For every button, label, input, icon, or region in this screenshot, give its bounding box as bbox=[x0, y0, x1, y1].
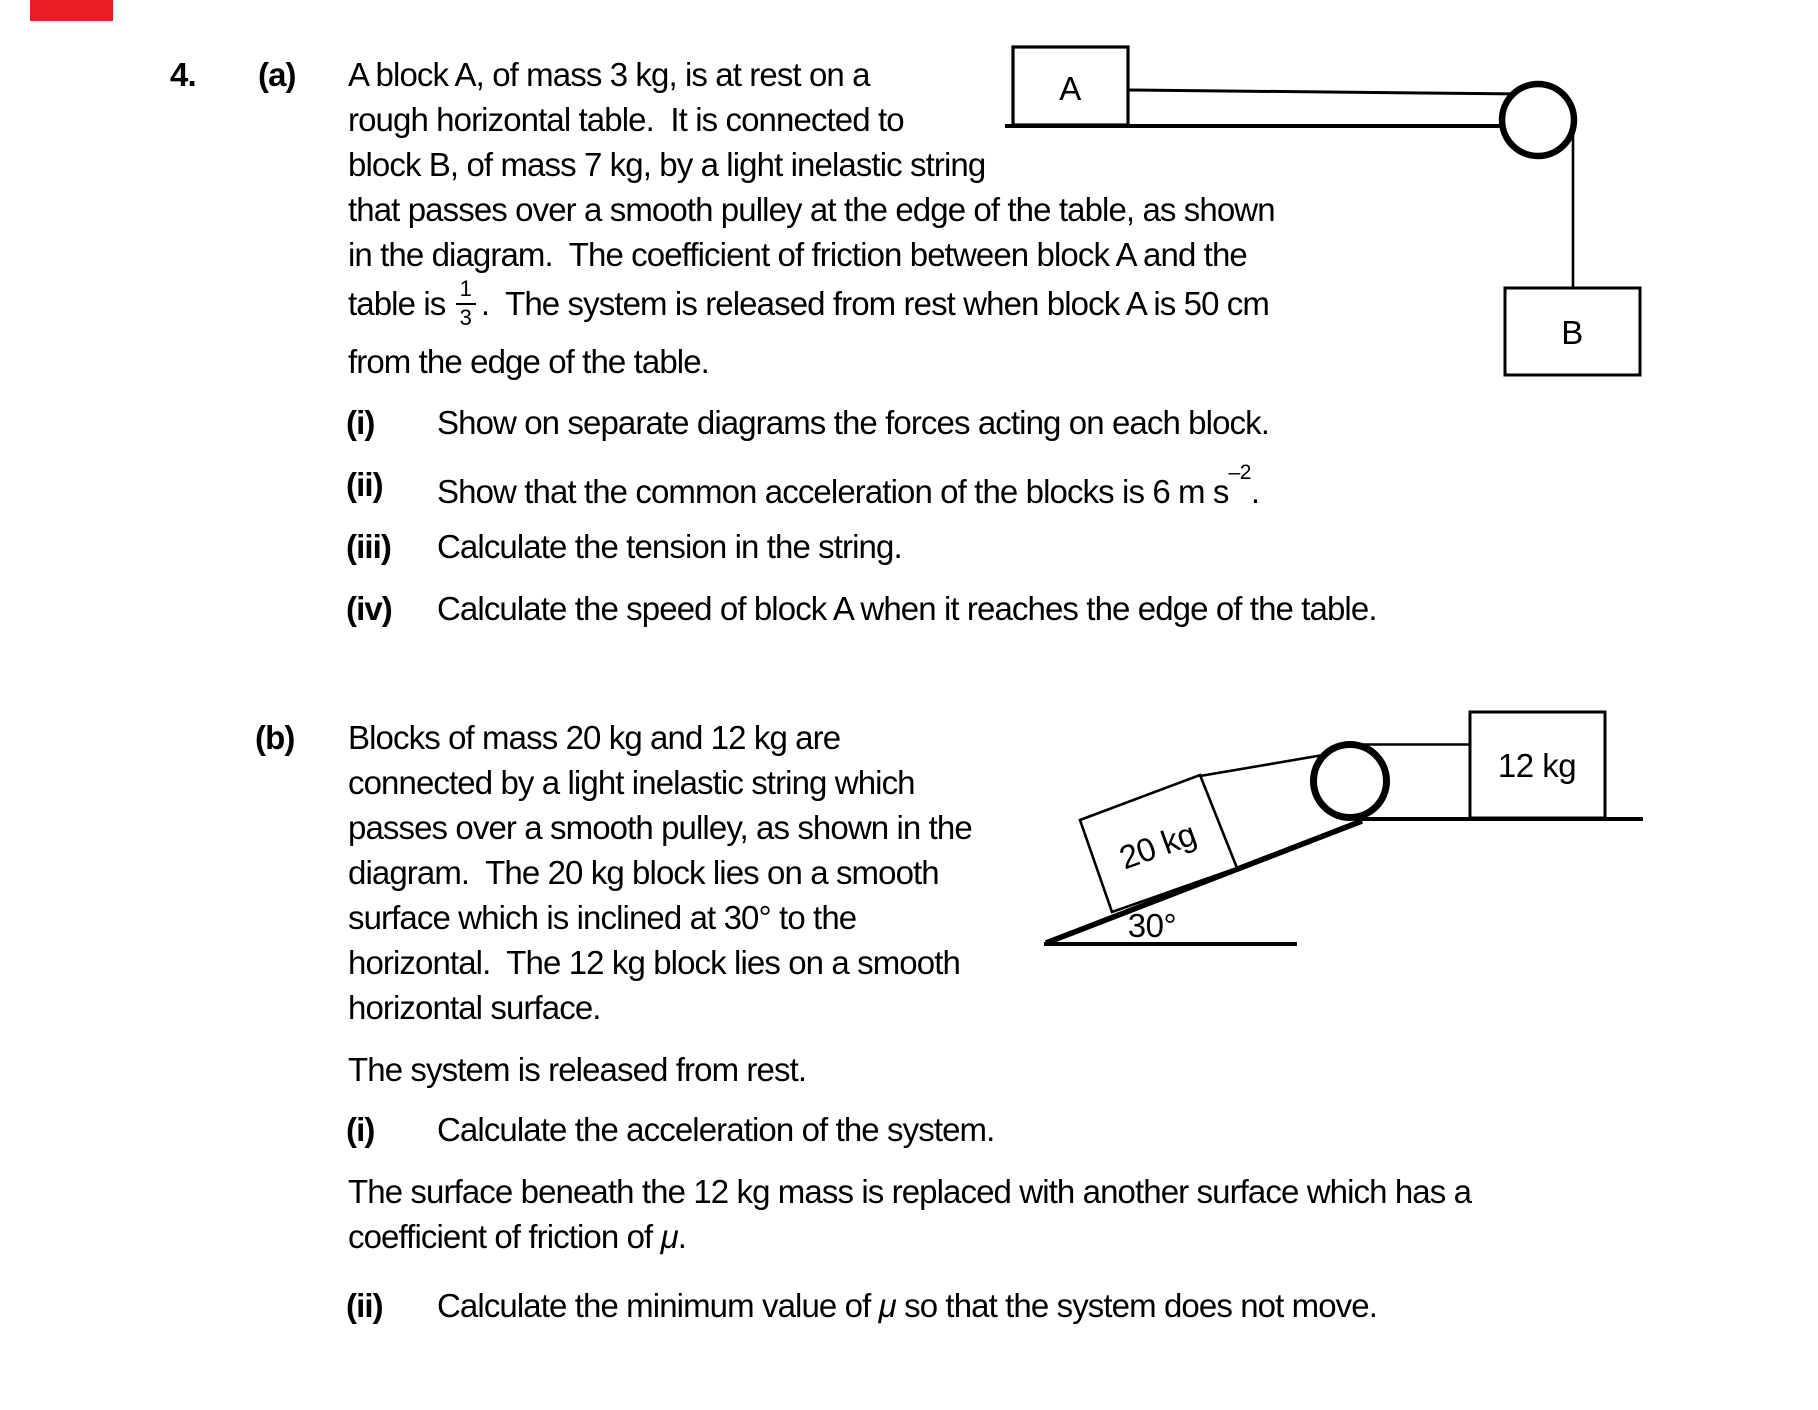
part-b-label: (b) bbox=[255, 719, 295, 756]
item-b-ii-label: (ii) bbox=[346, 1287, 384, 1324]
mu-symbol: μ bbox=[660, 1218, 679, 1255]
item-b-ii-suffix: so that the system does not move. bbox=[895, 1287, 1378, 1324]
fraction-numerator: 1 bbox=[455, 277, 476, 305]
fraction-denominator: 3 bbox=[459, 305, 472, 330]
item-a-iv-text: Calculate the speed of block A when it r… bbox=[437, 590, 1377, 627]
string-incline bbox=[1199, 751, 1336, 778]
part-b-line-4: diagram. The 20 kg block lies on a smoot… bbox=[348, 854, 940, 891]
part-a-line-1: A block A, of mass 3 kg, is at rest on a bbox=[348, 56, 871, 93]
pulley-a-circle bbox=[1498, 80, 1578, 160]
part-a-line-7: from the edge of the table. bbox=[348, 343, 710, 380]
incline-surface-line bbox=[1045, 818, 1363, 946]
item-b-ii-prefix: Calculate the minimum value of bbox=[437, 1287, 879, 1324]
red-marker bbox=[30, 0, 113, 21]
string-horizontal-a bbox=[1127, 88, 1526, 96]
released-line: The system is released from rest. bbox=[348, 1051, 807, 1088]
part-a-line-5: in the diagram. The coefficient of frict… bbox=[348, 236, 1248, 273]
part-a-label: (a) bbox=[258, 56, 297, 93]
line6-prefix: table is bbox=[348, 285, 454, 322]
block-a-rect bbox=[1011, 45, 1130, 127]
item-a-iv-label: (iv) bbox=[346, 590, 393, 627]
item-a-ii-period: . bbox=[1250, 473, 1260, 510]
item-b-ii-text: Calculate the minimum value of μ so that… bbox=[437, 1286, 1378, 1326]
item-a-iii-label: (iii) bbox=[346, 528, 392, 565]
superscript-minus-2: –2 bbox=[1228, 461, 1252, 484]
mu-symbol: μ bbox=[878, 1287, 897, 1324]
item-b-i-label: (i) bbox=[346, 1111, 375, 1148]
part-b-line-6: horizontal. The 12 kg block lies on a sm… bbox=[348, 944, 961, 981]
surface-line-2-prefix: coefficient of friction of bbox=[348, 1218, 661, 1255]
block-a-text: A bbox=[1059, 70, 1081, 107]
fraction-one-third: 1 3 bbox=[455, 277, 476, 330]
block-b-rect bbox=[1503, 286, 1642, 377]
block-b-text: B bbox=[1561, 314, 1583, 351]
part-b-line-1: Blocks of mass 20 kg and 12 kg are bbox=[348, 719, 841, 756]
diagram-b: 20 kg 30° 12 kg bbox=[1044, 710, 1643, 946]
block-12kg-text: 12 kg bbox=[1498, 747, 1576, 784]
item-a-ii-text: Show that the common acceleration of the… bbox=[437, 461, 1260, 512]
pulley-b-circle bbox=[1310, 741, 1390, 821]
part-a-line-6: table is 1 3 . The system is released fr… bbox=[348, 268, 1270, 340]
item-a-iii-text: Calculate the tension in the string. bbox=[437, 528, 903, 565]
block-12kg-rect bbox=[1468, 710, 1607, 820]
part-b-line-5: surface which is inclined at 30° to the bbox=[348, 899, 857, 936]
diagram-a: A B bbox=[1005, 45, 1642, 377]
question-number: 4. bbox=[170, 56, 197, 93]
part-b-line-7: horizontal surface. bbox=[348, 989, 601, 1026]
part-b-line-2: connected by a light inelastic string wh… bbox=[348, 764, 916, 801]
part-a-line-3: block B, of mass 7 kg, by a light inelas… bbox=[348, 146, 986, 183]
item-b-i-text: Calculate the acceleration of the system… bbox=[437, 1111, 995, 1148]
surface-line-1: The surface beneath the 12 kg mass is re… bbox=[348, 1173, 1472, 1210]
surface-line-2: coefficient of friction of μ. bbox=[348, 1217, 687, 1257]
item-a-ii-label: (ii) bbox=[346, 466, 384, 503]
block-20kg-shape bbox=[1078, 773, 1239, 914]
part-a-line-2: rough horizontal table. It is connected … bbox=[348, 101, 905, 138]
part-b-line-3: passes over a smooth pulley, as shown in… bbox=[348, 809, 973, 846]
part-a-line-4: that passes over a smooth pulley at the … bbox=[348, 191, 1276, 228]
item-a-i-label: (i) bbox=[346, 404, 375, 441]
surface-line-2-suffix: . bbox=[677, 1218, 687, 1255]
angle-30-text: 30° bbox=[1128, 907, 1176, 944]
item-a-i-text: Show on separate diagrams the forces act… bbox=[437, 404, 1270, 441]
line6-suffix: . The system is released from rest when … bbox=[480, 285, 1270, 322]
item-a-ii-body: Show that the common acceleration of the… bbox=[437, 473, 1229, 510]
